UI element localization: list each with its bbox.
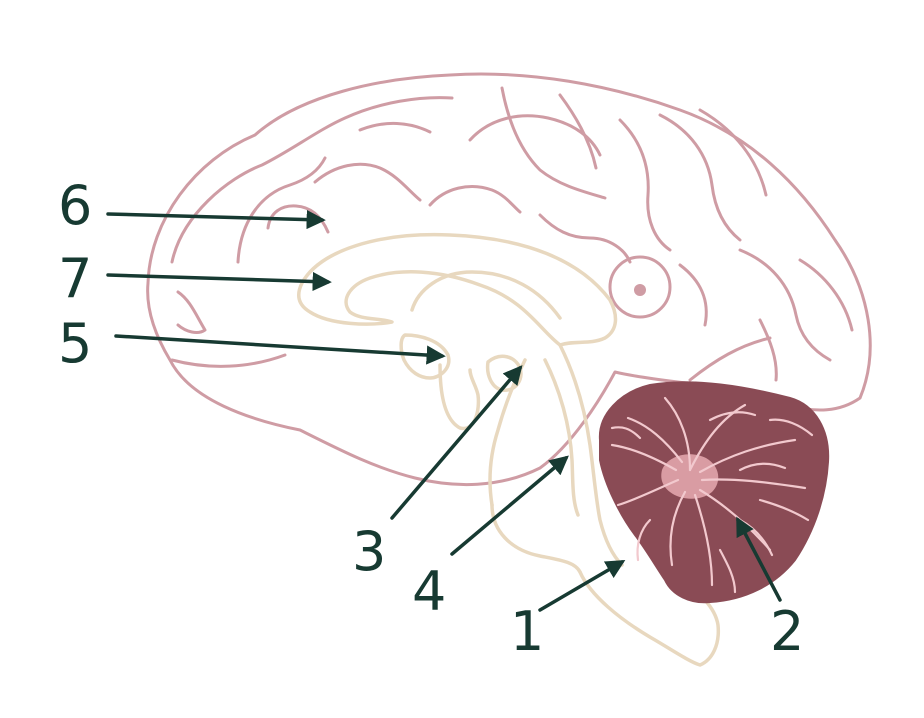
thalamic-circle-dot (634, 284, 646, 296)
cerebellum-shape (598, 381, 830, 604)
pituitary (438, 363, 481, 431)
cerebellum (598, 381, 830, 604)
cortex-fold-6 (468, 114, 602, 157)
cortex-fold-10 (658, 113, 742, 242)
corpus-callosum (296, 232, 618, 347)
arrow-5 (114, 334, 446, 365)
label-1: 1 (510, 600, 544, 663)
inner-structures (296, 232, 721, 667)
cortex-fold-15 (758, 318, 778, 382)
cortex-fold-1 (236, 156, 327, 264)
cortex-fold-14 (738, 248, 832, 362)
parieto-occipital-fold (688, 336, 772, 382)
cortex-fold-11 (698, 108, 768, 197)
arrow-4 (450, 455, 569, 556)
label-3: 3 (352, 520, 386, 583)
arbor-vitae-center (661, 454, 719, 499)
cortex-fold-5 (428, 185, 522, 214)
arrow-2 (736, 516, 782, 602)
arrows (106, 209, 782, 612)
frontal-lobe-lower-line (170, 353, 287, 368)
pons-line (543, 358, 580, 517)
hypothalamus (399, 333, 451, 380)
frontal-gyrus-line (170, 96, 454, 264)
label-7: 7 (58, 247, 92, 310)
arrow-3 (390, 365, 523, 520)
cortex-fold-7 (500, 86, 607, 200)
cortex-fold-3 (313, 162, 422, 202)
brainstem-front (490, 503, 582, 574)
cortex-fold-4 (358, 121, 432, 134)
frontal-pole-fold (176, 290, 207, 334)
thalamic-circle (608, 255, 672, 319)
label-5: 5 (58, 312, 92, 375)
cortex-fold-16 (798, 258, 854, 332)
cortex-fold-8 (558, 93, 598, 170)
cerebrum (146, 72, 872, 487)
arrow-7 (106, 271, 332, 292)
brainstem-back (558, 343, 624, 567)
label-2: 2 (770, 600, 804, 663)
arrow-6 (106, 209, 326, 230)
fornix-thalamus (410, 270, 562, 320)
label-4: 4 (412, 560, 446, 623)
arbor-vitae-lines (610, 396, 814, 594)
label-6: 6 (58, 174, 92, 237)
arrow-1 (538, 560, 626, 612)
cortex-fold-9 (618, 118, 672, 252)
cortex-fold-12 (538, 213, 632, 264)
number-labels: 6 7 5 3 4 1 2 (58, 174, 804, 663)
cortex-fold-13 (678, 263, 708, 327)
